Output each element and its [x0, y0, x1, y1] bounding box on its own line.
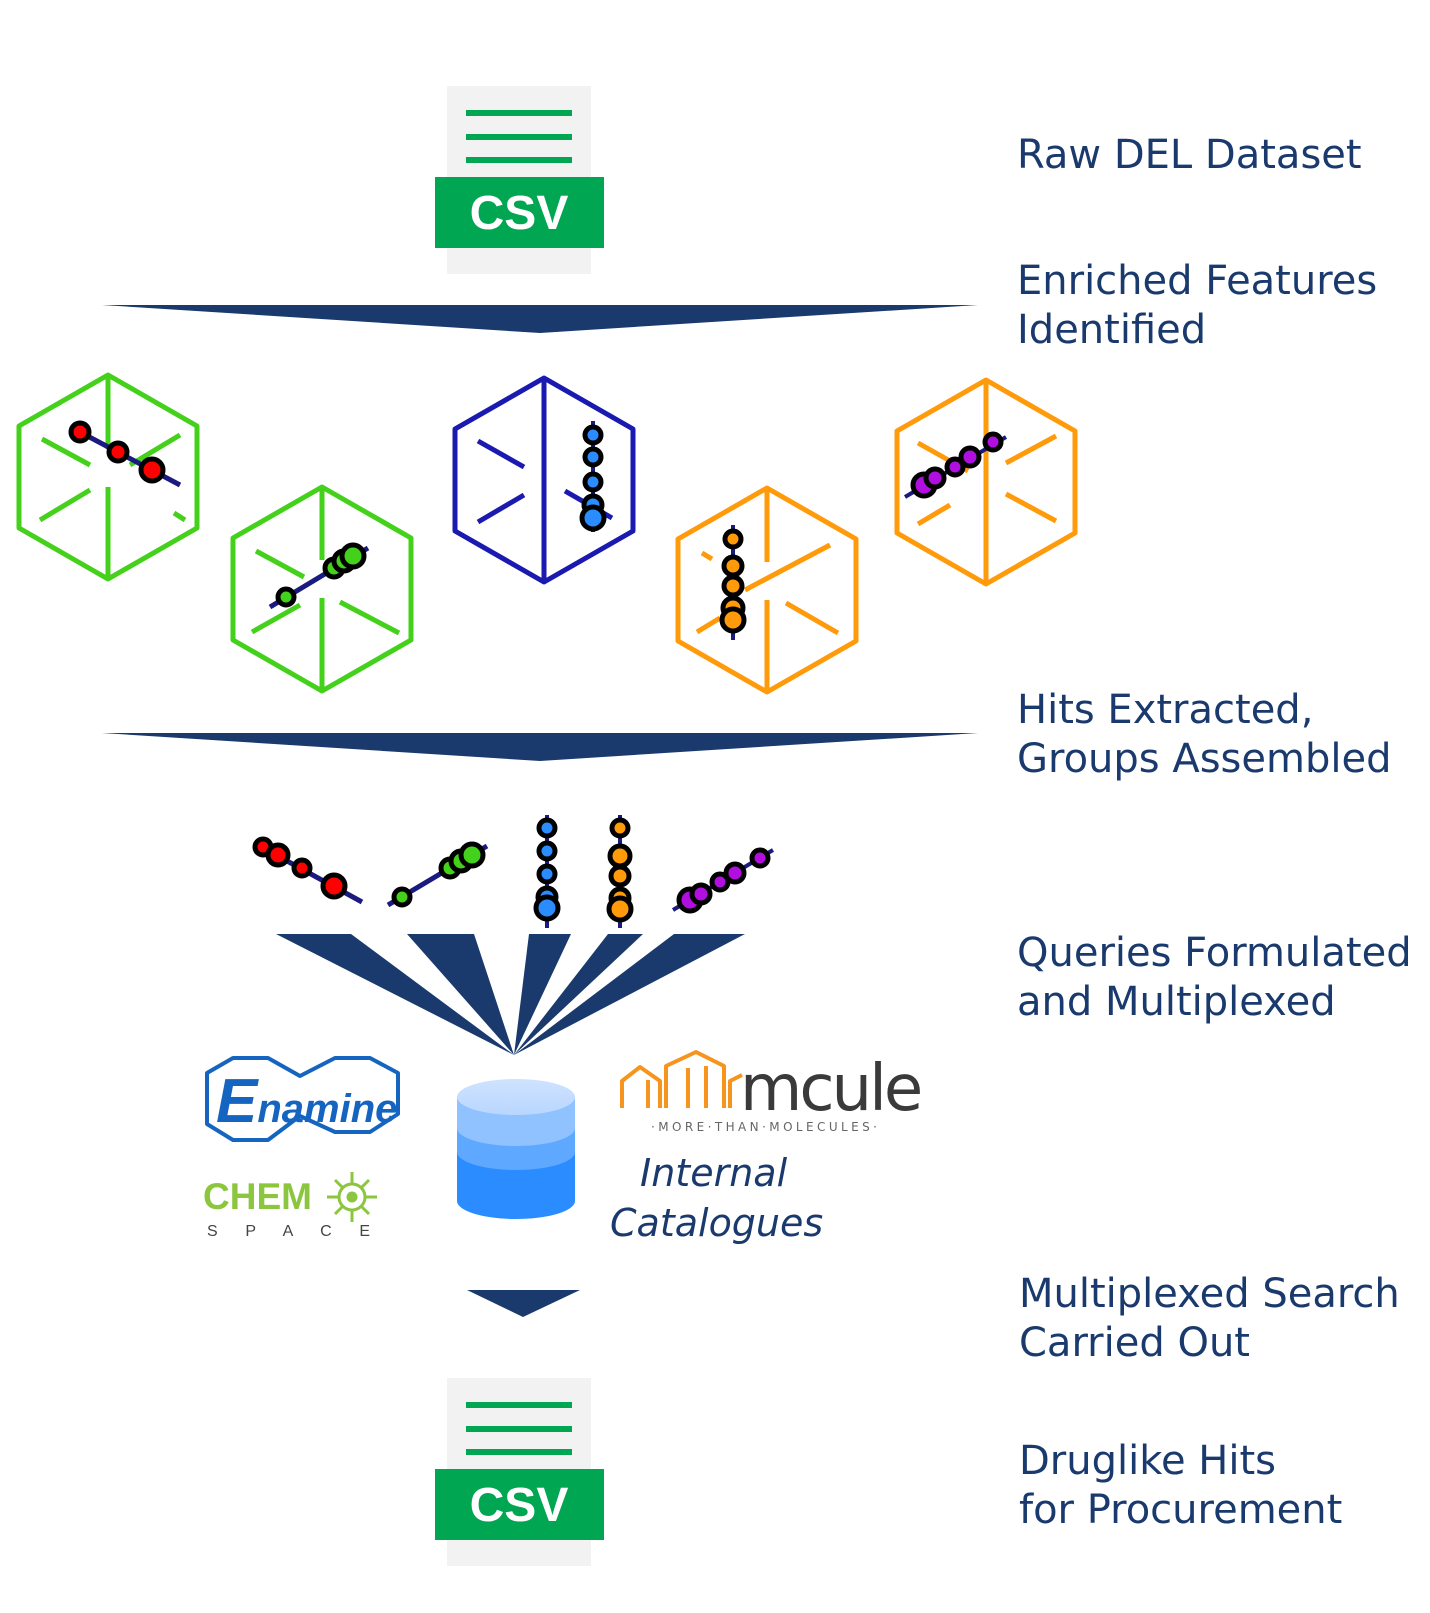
step-label-line: Multiplexed Search	[1019, 1271, 1400, 1317]
step-druglike-hits: Druglike Hits for Procurement	[1019, 1437, 1342, 1535]
molecule-icon	[903, 431, 1008, 499]
molecule-icon	[719, 525, 747, 640]
house-outline-icon	[620, 1050, 743, 1108]
funnel-arrow-icon-1	[102, 305, 978, 333]
mcule-logo-text: mcule	[740, 1052, 920, 1126]
molecule-icon	[68, 420, 182, 488]
cube-icon-blue	[452, 375, 636, 585]
molecule-icon-red	[252, 836, 364, 905]
cube-icon-orange-1	[675, 485, 859, 695]
step-label-line: for Procurement	[1019, 1487, 1343, 1533]
step-label-line: Raw DEL Dataset	[1017, 132, 1362, 178]
enamine-logo: Enamine	[205, 1056, 400, 1142]
enamine-logo-initial: E	[216, 1067, 259, 1136]
step-multiplexed-search: Multiplexed Search Carried Out	[1019, 1270, 1400, 1368]
step-label-line: Identified	[1017, 307, 1207, 353]
step-label-line: Carried Out	[1019, 1320, 1250, 1366]
internal-catalogues-line-2: Catalogues	[610, 1201, 823, 1245]
step-label-line: Groups Assembled	[1017, 736, 1392, 782]
down-arrow-icon	[467, 1290, 580, 1317]
enamine-logo-text: namine	[257, 1087, 397, 1131]
cube-icon-green-2	[230, 484, 414, 694]
funnel-arrow-icon-2	[102, 733, 978, 761]
molecule-icon-purple	[671, 847, 775, 914]
molecule-icon-green	[386, 841, 489, 908]
step-queries-formulated: Queries Formulated and Multiplexed	[1017, 929, 1412, 1027]
csv-label-bottom: CSV	[470, 1479, 569, 1532]
query-fan-icon	[276, 934, 745, 1055]
step-label-line: Druglike Hits	[1019, 1438, 1276, 1484]
step-label-line: and Multiplexed	[1017, 979, 1336, 1025]
database-icon	[457, 1079, 575, 1219]
step-enriched-features: Enriched Features Identified	[1017, 257, 1377, 355]
molecule-icon	[268, 542, 370, 610]
mcule-logo: mcule ·MORE·THAN·MOLECULES·	[620, 1050, 923, 1134]
cube-icon-orange-2	[894, 377, 1078, 587]
step-label-line: Queries Formulated	[1017, 930, 1412, 976]
virus-icon	[327, 1172, 377, 1222]
mcule-logo-tagline: ·MORE·THAN·MOLECULES·	[651, 1120, 877, 1134]
step-hits-extracted: Hits Extracted, Groups Assembled	[1017, 686, 1391, 784]
internal-catalogues-line-1: Internal	[640, 1151, 788, 1195]
csv-file-icon-top: CSV	[435, 86, 604, 274]
step-raw-del-dataset: Raw DEL Dataset	[1017, 131, 1362, 180]
molecule-icon-blue	[533, 815, 561, 928]
step-label-line: Enriched Features	[1017, 258, 1378, 304]
molecule-icon	[579, 421, 607, 532]
cube-icon-green-1	[16, 372, 200, 582]
step-label-line: Hits Extracted,	[1017, 687, 1314, 733]
csv-label-top: CSV	[470, 187, 569, 240]
svg-text:Enamine: Enamine	[216, 1067, 397, 1136]
chemspace-logo-text: CHEM	[203, 1176, 312, 1217]
molecule-icon-orange	[606, 815, 634, 928]
chemspace-logo-subtext: S P A C E	[207, 1223, 370, 1240]
chemspace-logo: CHEM S P A C E	[203, 1172, 377, 1240]
csv-file-icon-bottom: CSV	[435, 1378, 604, 1566]
